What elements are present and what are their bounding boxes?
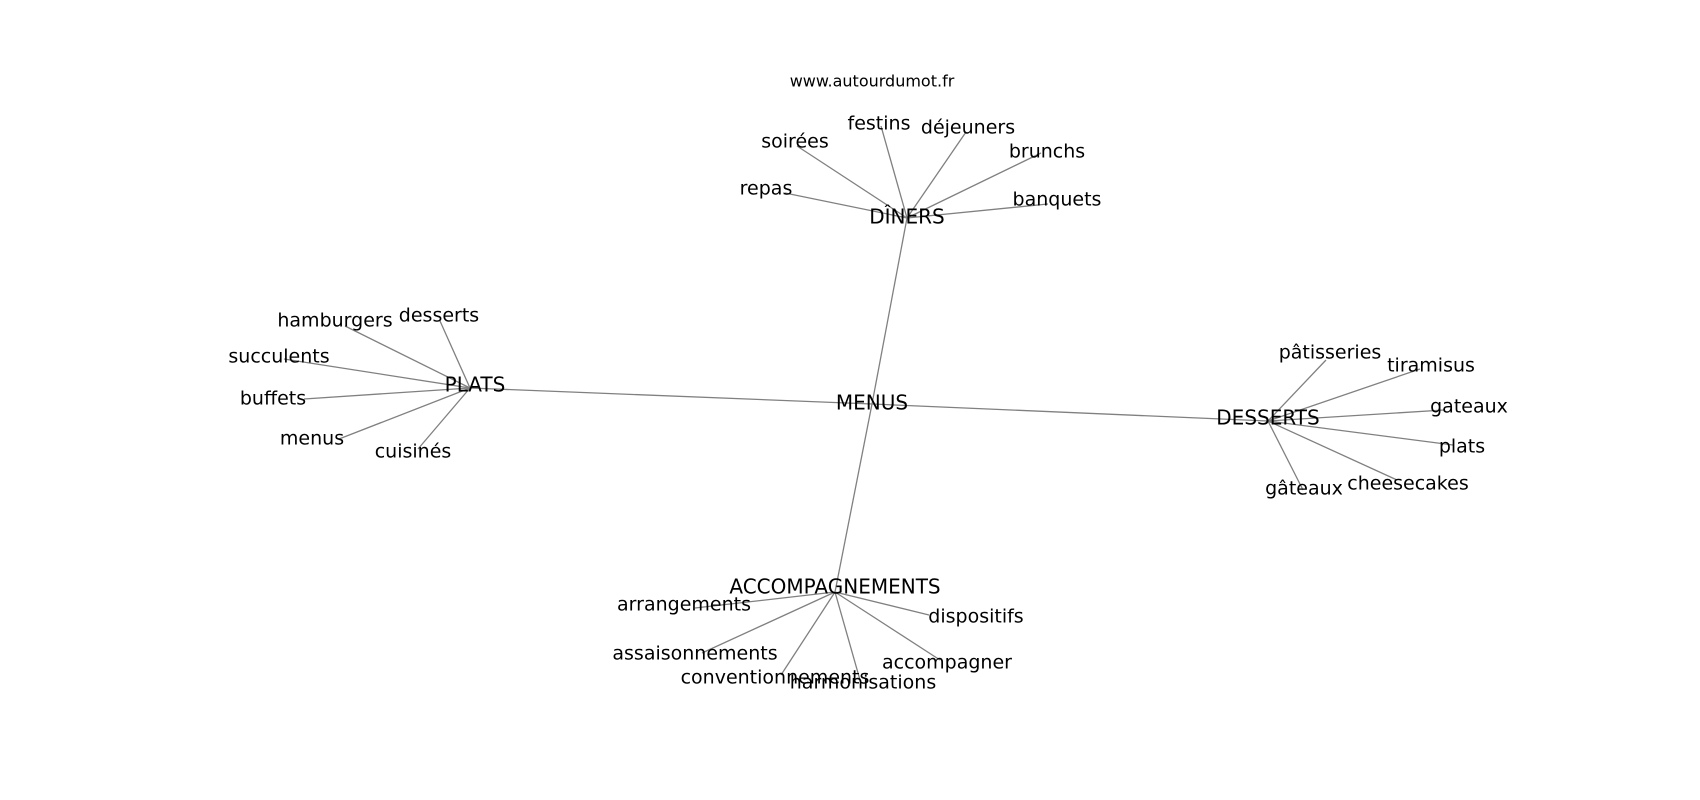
edge-hub-to-leaf [283, 358, 471, 389]
leaf-node-label[interactable]: cuisinés [375, 441, 452, 463]
leaf-node-label[interactable]: hamburgers [277, 310, 392, 332]
edge-hub-to-leaf [303, 387, 471, 400]
hub-node-label[interactable]: DÎNERS [869, 205, 945, 229]
edges [283, 125, 1454, 681]
edge-hub-to-leaf [880, 125, 908, 219]
leaf-node-label[interactable]: tiramisus [1387, 355, 1475, 377]
leaf-node-label[interactable]: cheesecakes [1347, 473, 1468, 495]
leaf-node-label[interactable]: soirées [761, 131, 828, 153]
hub-node-label[interactable]: DESSERTS [1216, 406, 1319, 430]
leaf-node-label[interactable]: arrangements [617, 594, 751, 616]
root-node-label[interactable]: MENUS [836, 391, 908, 415]
leaf-node-label[interactable]: gâteaux [1265, 478, 1343, 500]
edge-root-to-hub [871, 217, 908, 405]
edge-hub-to-leaf [1267, 409, 1445, 422]
edge-hub-to-leaf [1267, 368, 1421, 422]
watermark: www.autourdumot.fr [790, 72, 955, 91]
edge-hub-to-leaf [344, 325, 471, 389]
leaf-node-label[interactable]: plats [1439, 436, 1485, 458]
leaf-node-label[interactable]: déjeuners [921, 117, 1015, 139]
edge-hub-to-leaf [338, 387, 471, 440]
edge-hub-to-leaf [1267, 420, 1304, 491]
leaf-node-label[interactable]: menus [280, 428, 344, 450]
leaf-node-label[interactable]: banquets [1013, 189, 1102, 211]
edge-root-to-hub [834, 403, 873, 593]
edge-hub-to-leaf [701, 591, 836, 654]
edge-hub-to-leaf [834, 591, 941, 661]
labels: www.autourdumot.fr festins déjeuners soiré… [228, 72, 1508, 694]
leaf-node-label[interactable]: conventionnements [681, 667, 870, 689]
edge-hub-to-leaf [1267, 420, 1398, 481]
edge-hub-to-leaf [834, 591, 861, 681]
edge-hub-to-leaf [417, 387, 471, 450]
leaf-node-label[interactable]: assaisonnements [612, 643, 777, 665]
leaf-node-label[interactable]: dispositifs [928, 606, 1023, 628]
leaf-node-label[interactable]: festins [848, 113, 911, 135]
edge-root-to-hub [871, 403, 1269, 422]
leaf-node-label[interactable]: harmonisations [790, 672, 936, 694]
edge-hub-to-leaf [906, 203, 1049, 219]
edge-hub-to-leaf [439, 320, 471, 389]
edge-hub-to-leaf [1267, 420, 1454, 446]
edge-hub-to-leaf [784, 192, 908, 219]
leaf-node-label[interactable]: repas [740, 178, 793, 200]
edge-hub-to-leaf [796, 145, 908, 219]
leaf-node-label[interactable]: brunchs [1009, 141, 1085, 163]
leaf-node-label[interactable]: desserts [399, 305, 479, 327]
edge-hub-to-leaf [780, 591, 836, 676]
leaf-node-label[interactable]: gateaux [1430, 396, 1508, 418]
leaf-node-label[interactable]: buffets [240, 388, 306, 410]
edge-hub-to-leaf [834, 591, 930, 616]
edge-hub-to-leaf [1267, 359, 1327, 422]
edge-hub-to-leaf [694, 591, 836, 609]
leaf-node-label[interactable]: pâtisseries [1279, 342, 1382, 364]
leaf-node-label[interactable]: accompagner [882, 652, 1012, 674]
edge-root-to-hub [469, 387, 873, 405]
edge-hub-to-leaf [906, 131, 967, 219]
hub-node-label[interactable]: PLATS [445, 373, 506, 397]
hub-node-label[interactable]: ACCOMPAGNEMENTS [729, 575, 940, 599]
leaf-node-label[interactable]: succulents [228, 346, 329, 368]
edge-hub-to-leaf [906, 152, 1042, 219]
